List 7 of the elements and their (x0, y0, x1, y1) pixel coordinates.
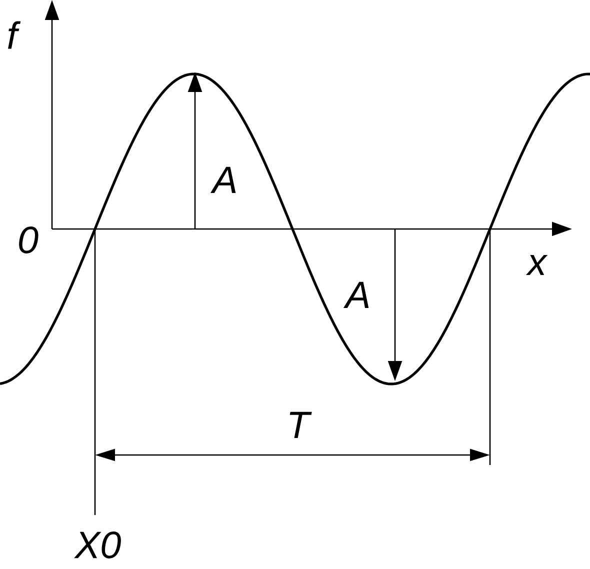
axis-label: x (526, 254, 548, 276)
axis-label: 0 (19, 226, 38, 254)
axis-label: A (210, 166, 236, 194)
axis-label: X0 (74, 532, 121, 558)
axis-label: T (290, 412, 312, 438)
axis-label: A (343, 282, 369, 308)
axis-label: f (8, 21, 21, 49)
